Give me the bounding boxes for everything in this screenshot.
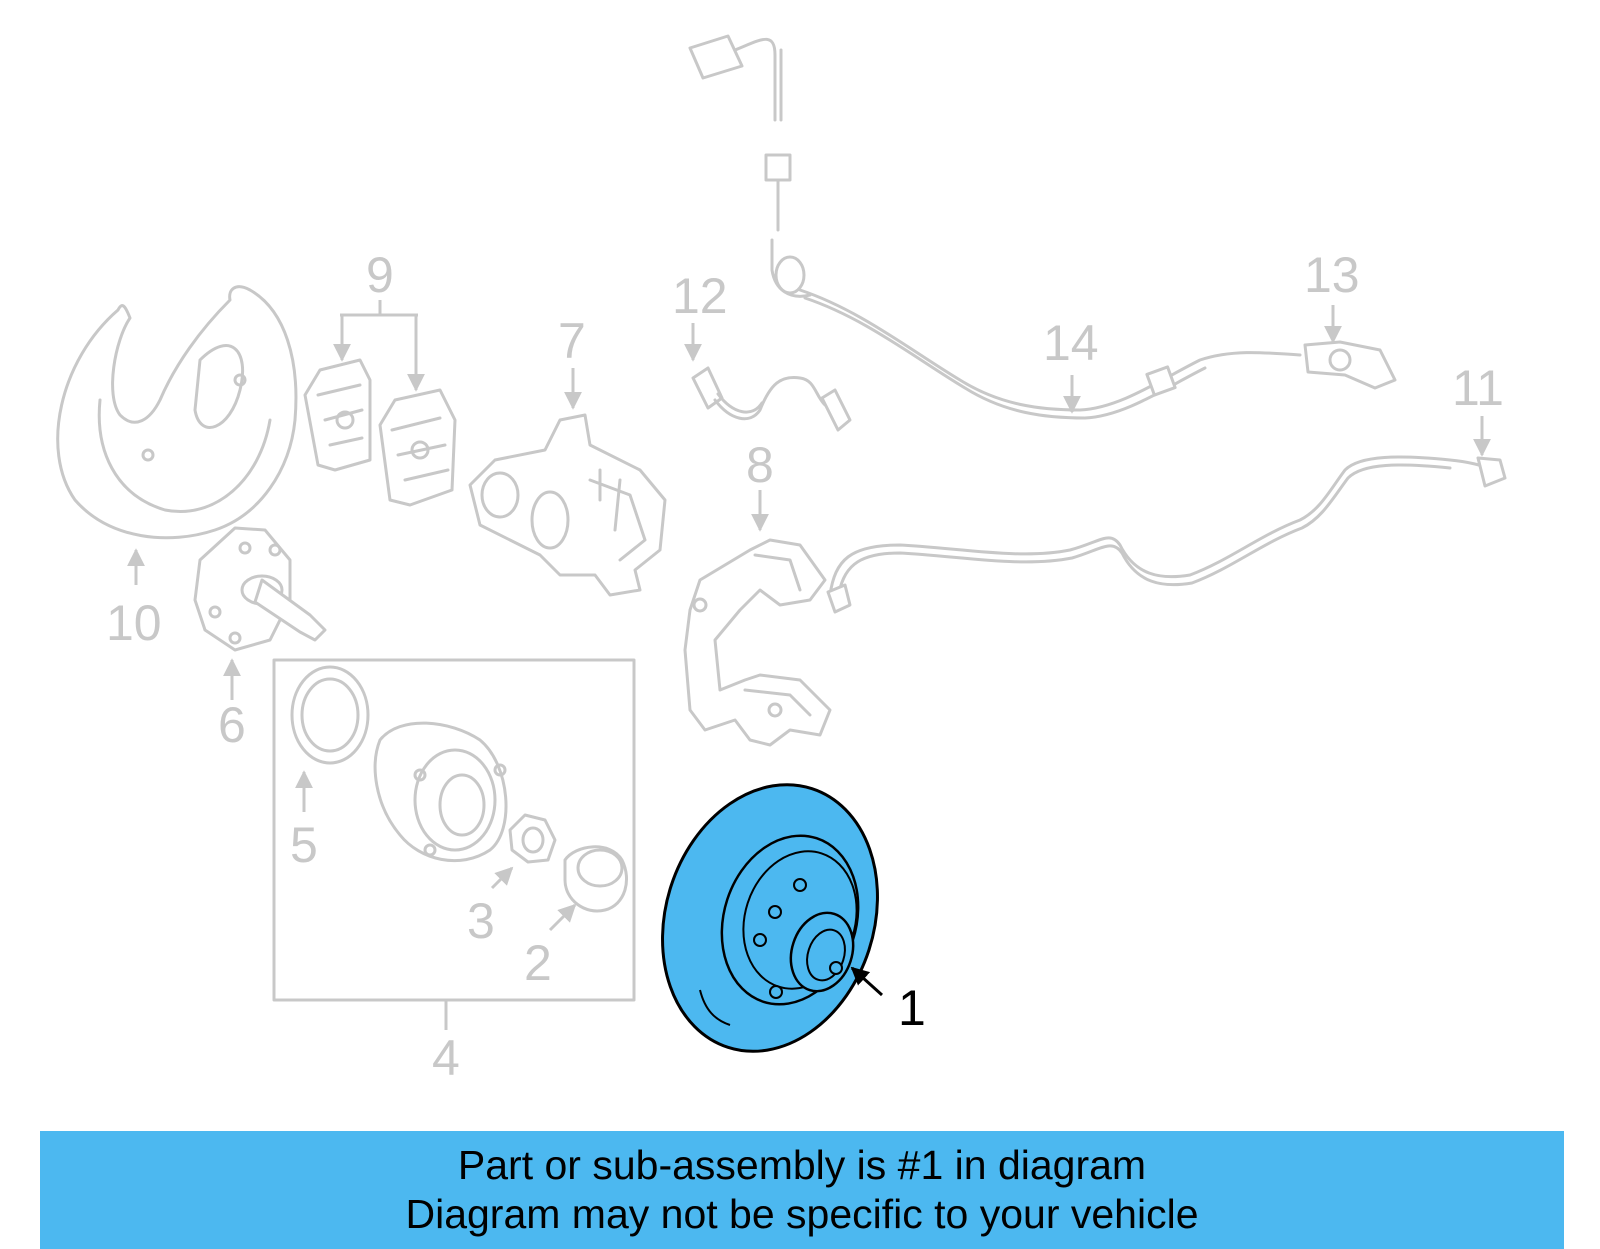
caliper-part-7: [468, 413, 667, 597]
callout-label-8: 8: [746, 437, 774, 493]
abs-sensor-wire-part-11: [826, 455, 1507, 614]
callout-label-3: 3: [467, 893, 495, 949]
brake-rotor-part-1: [661, 783, 879, 1053]
rotor-bolt-hole: [793, 878, 807, 892]
rotor-bolt-hole: [753, 933, 767, 947]
banner-line-1: Part or sub-assembly is #1 in diagram: [457, 1142, 1147, 1188]
hub-assembly-box-part-4: [272, 658, 636, 1002]
info-banner: Part or sub-assembly is #1 in diagram Di…: [40, 1131, 1564, 1249]
callout-label-10: 10: [106, 595, 162, 651]
callout-label-11: 11: [1452, 360, 1504, 416]
callout-1: 1: [850, 966, 926, 1036]
callout-9: 9: [333, 247, 425, 392]
brake-pads-part-9: [303, 358, 457, 507]
callout-label-14: 14: [1043, 315, 1099, 371]
callout-14: 14: [1043, 315, 1099, 414]
callout-label-9: 9: [366, 247, 394, 303]
callout-label-4: 4: [432, 1030, 460, 1086]
parts-diagram: 10 9 7 6: [56, 34, 1507, 1086]
callout-4: 4: [432, 1000, 460, 1086]
callout-5: 5: [290, 770, 318, 873]
brake-hose-part-12: [691, 366, 852, 432]
callout-7: 7: [558, 313, 586, 410]
callout-3: 3: [467, 866, 514, 949]
rotor-bolt-hole: [769, 985, 783, 999]
rotor-bolt-hole: [768, 905, 782, 919]
caliper-carrier-part-8: [683, 538, 832, 747]
callout-label-1: 1: [898, 980, 926, 1036]
callout-12: 12: [672, 268, 728, 362]
banner-line-2: Diagram may not be specific to your vehi…: [405, 1191, 1199, 1237]
callout-label-13: 13: [1304, 247, 1360, 303]
callout-label-7: 7: [558, 313, 586, 369]
callout-8: 8: [746, 437, 774, 532]
callout-label-6: 6: [218, 697, 246, 753]
callout-11: 11: [1452, 360, 1504, 457]
rotor-bolt-hole: [829, 961, 843, 975]
splash-shield-part-10: [56, 285, 298, 540]
callout-6: 6: [218, 658, 246, 753]
callout-2: 2: [524, 903, 577, 991]
callout-10: 10: [106, 548, 162, 651]
abs-sensor-harness-part-14: [688, 34, 1397, 420]
stub-axle-part-6: [193, 526, 327, 652]
callout-label-12: 12: [672, 268, 728, 324]
callout-label-5: 5: [290, 817, 318, 873]
callout-13: 13: [1304, 247, 1360, 344]
callout-label-2: 2: [524, 935, 552, 991]
